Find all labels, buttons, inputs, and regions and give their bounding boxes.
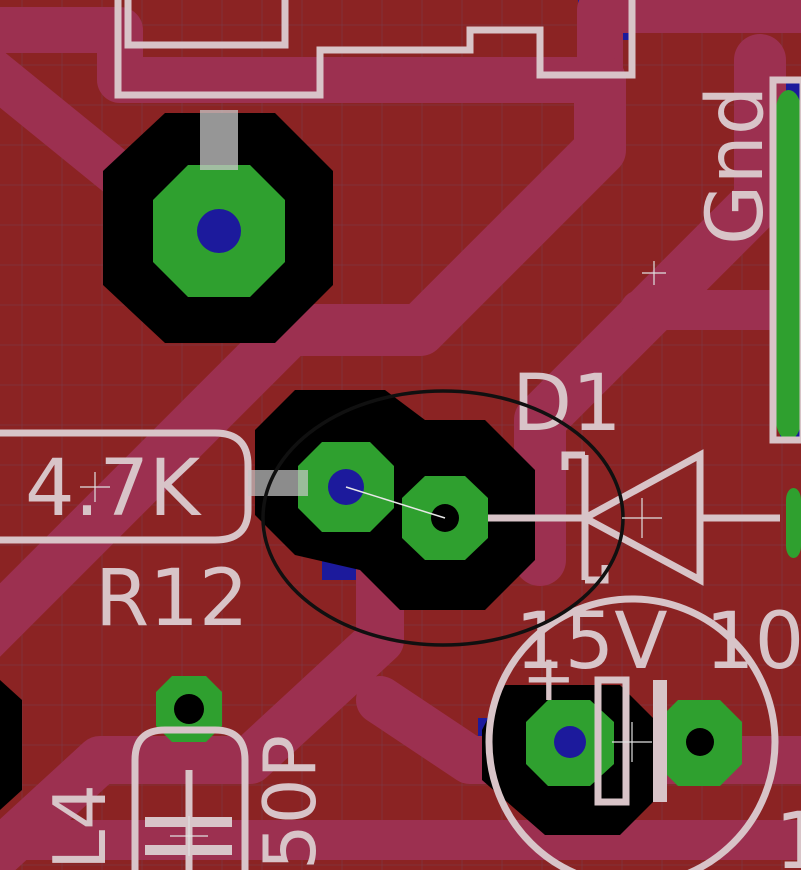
- silk-d1-bar-hook-bottom: [585, 565, 609, 584]
- gnd-label: Gnd: [691, 86, 781, 245]
- ratsnest-airwire: [345, 486, 446, 519]
- pad-top-drill: [197, 209, 241, 253]
- crosshair-icon: [80, 472, 110, 502]
- silk-cap-outline: [485, 595, 779, 870]
- silkscreen-text: 4.7K R12 D1 Gnd 15V 10 + L4 50P 1: [25, 86, 801, 870]
- r12-designator: R12: [95, 554, 248, 644]
- pad-cap-minus-drill: [686, 728, 714, 756]
- pad-cap-plus-drill: [554, 726, 586, 758]
- clearance-left-edge: [0, 680, 22, 810]
- pads: [153, 90, 801, 786]
- silk-d1-bar-hook-top: [561, 451, 585, 470]
- silk-left-cap-outline: [131, 726, 249, 870]
- silk-cap-polarity-bar: [594, 676, 630, 806]
- silk-gnd-header: [769, 76, 801, 444]
- cap-plus-marker: +: [522, 642, 576, 716]
- pad-right-edge: [786, 488, 801, 558]
- pad-top-lead: [200, 110, 238, 170]
- crosshair-icon: [170, 816, 208, 856]
- partial-right-edge-label: 1: [775, 797, 801, 870]
- partial-left-label-b: 50P: [248, 735, 332, 870]
- crosshair-icon: [612, 722, 652, 762]
- crosshair-icon: [622, 498, 662, 538]
- silk-component-top: [114, 0, 636, 99]
- silk-d1-triangle: [577, 449, 704, 586]
- d1-designator: D1: [512, 359, 622, 449]
- cap-value-partial: 10: [705, 597, 801, 687]
- r12-value-label: 4.7K: [25, 444, 202, 534]
- cap-voltage-label: 15V: [515, 597, 668, 687]
- crosshair-icon: [642, 261, 666, 285]
- silk-r12-lead: [248, 470, 308, 496]
- trace-lower-diagonal: [0, 536, 404, 870]
- pad-small-left-drill: [174, 694, 204, 724]
- silk-component-top-inner: [124, 0, 289, 49]
- partial-left-label-a: L4: [38, 784, 122, 870]
- pad-header-strip: [776, 90, 801, 440]
